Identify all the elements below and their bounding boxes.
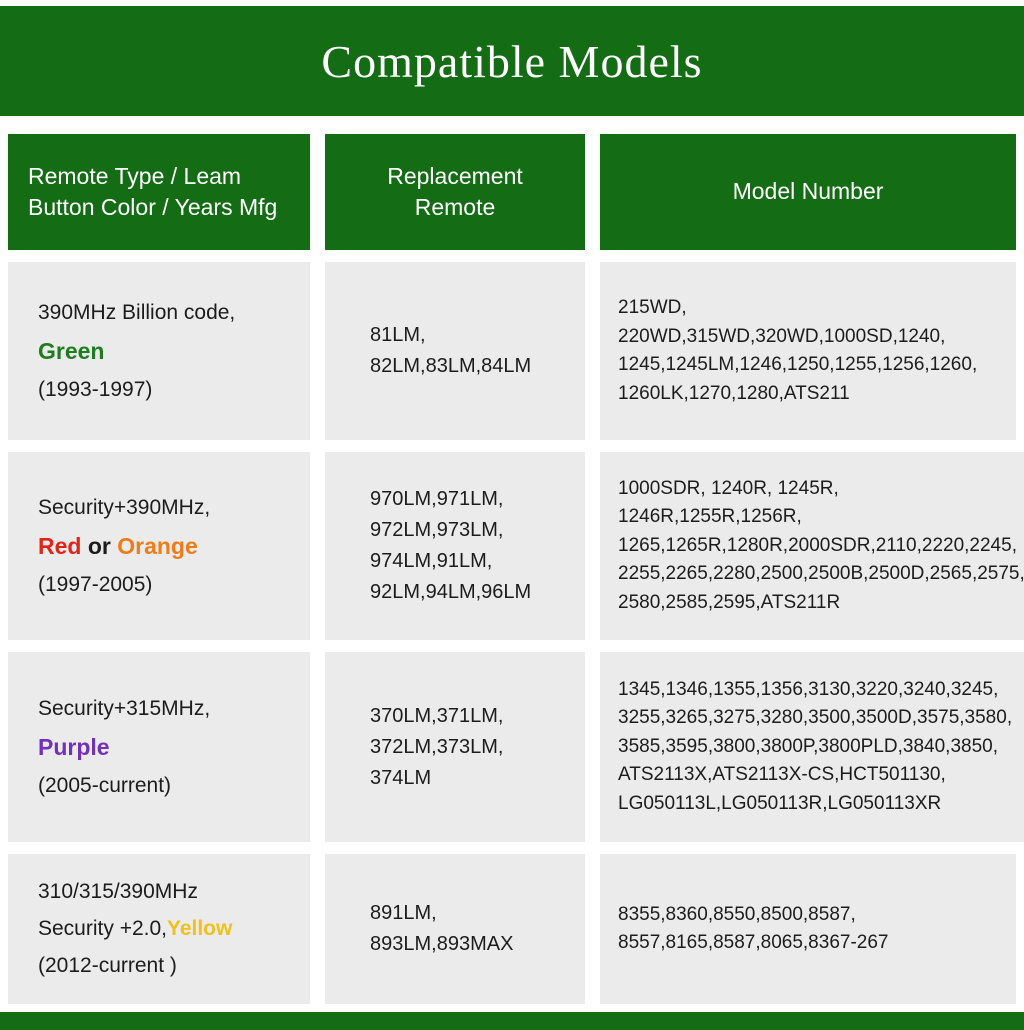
model-number-cell: 8355,8360,8550,8500,8587, 8557,8165,8587… [600, 854, 1016, 1004]
replacement-remote-cell: 891LM, 893LM,893MAX [325, 854, 585, 1004]
replacement-remote-text: 970LM,971LM, 972LM,973LM, 974LM,91LM, 92… [370, 488, 532, 603]
title-banner: Compatible Models [0, 6, 1024, 116]
color-red-label: Red [38, 532, 82, 559]
color-orange-label: Orange [117, 532, 198, 559]
table-row: Security+390MHz, Red or Orange (1997-200… [8, 452, 1024, 640]
years-mfg-text: (2005-current) [38, 773, 172, 797]
model-number-text: 215WD, 220WD,315WD,320WD,1000SD,1240, 12… [618, 297, 978, 404]
color-join-text: or [81, 532, 118, 559]
remote-type-cell: Security+390MHz, Red or Orange (1997-200… [8, 452, 310, 640]
header-replacement-remote-label: Replacement Remote [387, 162, 523, 220]
replacement-remote-text: 81LM, 82LM,83LM,84LM [370, 324, 532, 377]
remote-type-text: 310/315/390MHz [38, 880, 198, 903]
table-row: Security+315MHz, Purple (2005-current) 3… [8, 652, 1024, 842]
button-color-label: Red or Orange [38, 533, 300, 560]
header-replacement-remote: Replacement Remote [325, 134, 585, 250]
replacement-remote-cell: 370LM,371LM, 372LM,373LM, 374LM [325, 652, 585, 842]
replacement-remote-text: 370LM,371LM, 372LM,373LM, 374LM [370, 704, 504, 789]
remote-type-cell: 390MHz Billion code, Green (1993-1997) [8, 262, 310, 440]
security-2-text: Security +2.0, [38, 917, 167, 940]
replacement-remote-cell: 81LM, 82LM,83LM,84LM [325, 262, 585, 440]
table-row: 390MHz Billion code, Green (1993-1997) 8… [8, 262, 1016, 440]
replacement-remote-text: 891LM, 893LM,893MAX [370, 902, 514, 955]
color-yellow-label: Yellow [166, 917, 233, 940]
remote-type-cell: Security+315MHz, Purple (2005-current) [8, 652, 310, 842]
page-title: Compatible Models [321, 35, 703, 87]
model-number-cell: 215WD, 220WD,315WD,320WD,1000SD,1240, 12… [600, 262, 1016, 440]
model-number-text: 1000SDR, 1240R, 1245R, 1246R,1255R,1256R… [618, 477, 1024, 613]
years-mfg-text: (1997-2005) [38, 572, 153, 596]
model-number-text: 8355,8360,8550,8500,8587, 8557,8165,8587… [618, 903, 889, 954]
table-row: 310/315/390MHz Security +2.0,Yellow (201… [8, 854, 1016, 1004]
header-model-number-label: Model Number [732, 178, 884, 205]
compatibility-table: Remote Type / Leam Button Color / Years … [0, 116, 1024, 1004]
header-model-number: Model Number [600, 134, 1016, 250]
model-number-text: 1345,1346,1355,1356,3130,3220,3240,3245,… [618, 678, 1013, 814]
model-number-cell: 1345,1346,1355,1356,3130,3220,3240,3245,… [600, 652, 1024, 842]
button-color-label: Green [38, 337, 105, 364]
remote-type-text: Security+390MHz, [38, 495, 211, 519]
remote-type-text: 390MHz Billion code, [38, 300, 236, 324]
years-mfg-text: (1993-1997) [38, 377, 153, 401]
header-remote-type-label: Remote Type / Leam Button Color / Years … [28, 162, 278, 220]
button-color-label: Purple [38, 733, 110, 760]
table-header-row: Remote Type / Leam Button Color / Years … [8, 134, 1016, 250]
remote-type-text: Security+315MHz, [38, 696, 211, 720]
years-mfg-text: (2012-current ) [38, 954, 177, 977]
remote-type-cell: 310/315/390MHz Security +2.0,Yellow (201… [8, 854, 310, 1004]
bottom-strip [0, 1012, 1024, 1030]
replacement-remote-cell: 970LM,971LM, 972LM,973LM, 974LM,91LM, 92… [325, 452, 585, 640]
model-number-cell: 1000SDR, 1240R, 1245R, 1246R,1255R,1256R… [600, 452, 1024, 640]
remote-type-text-line2: Security +2.0,Yellow [38, 917, 300, 941]
header-remote-type: Remote Type / Leam Button Color / Years … [8, 134, 310, 250]
